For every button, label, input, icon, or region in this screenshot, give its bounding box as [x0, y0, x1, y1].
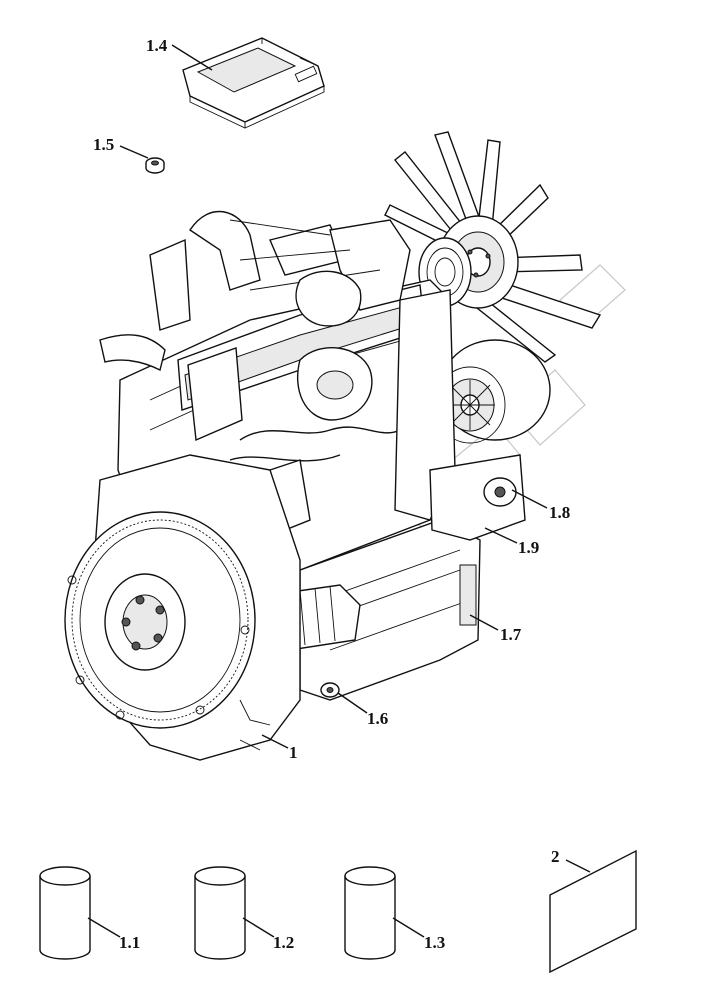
callout-1-6: 1.6 [367, 709, 388, 728]
callout-1: 1 [289, 743, 298, 762]
callout-1-5: 1.5 [93, 135, 114, 154]
callout-2: 2 [551, 847, 560, 866]
cap-nut [145, 157, 165, 174]
filter-1-1 [39, 866, 91, 960]
drain-plug [320, 682, 340, 698]
callout-1-8: 1.8 [549, 503, 570, 522]
callout-1-9: 1.9 [518, 538, 539, 557]
engine-block [64, 210, 551, 761]
flywheel [64, 511, 256, 729]
cooling-fan [384, 131, 602, 363]
manual-sheet [549, 849, 637, 974]
filter-1-3 [344, 866, 396, 960]
callout-labels: 1.4 1.5 1.8 1.9 1.7 1.6 1 2 1.1 1.2 1.3 [93, 36, 570, 952]
callout-1-4: 1.4 [146, 36, 168, 55]
ecu-module [182, 37, 325, 129]
callout-1-3: 1.3 [424, 933, 445, 952]
callout-1-1: 1.1 [119, 933, 140, 952]
callout-1-2: 1.2 [273, 933, 294, 952]
filter-1-2 [194, 866, 246, 960]
callout-1-7: 1.7 [500, 625, 522, 644]
leader-lines [87, 44, 591, 938]
